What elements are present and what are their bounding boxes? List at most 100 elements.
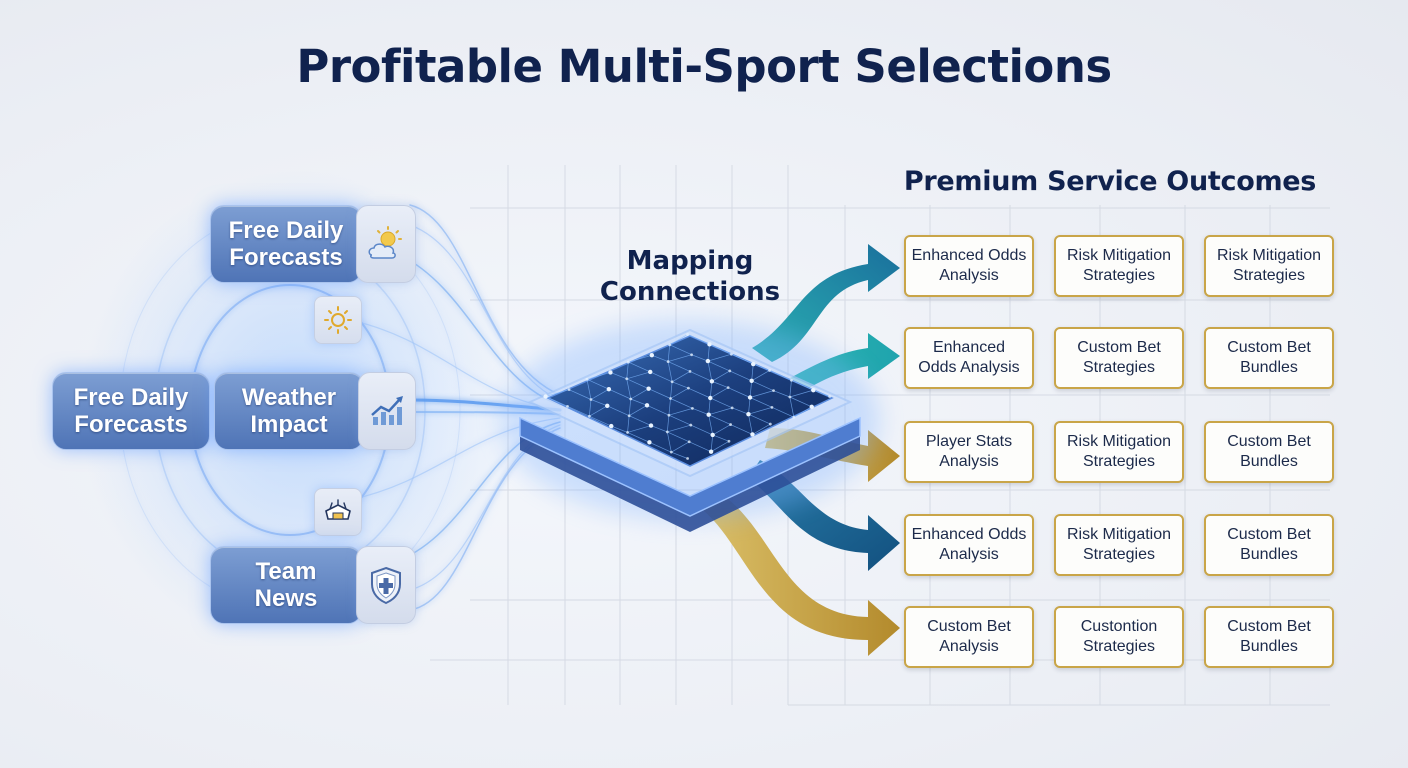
chip-net-node	[626, 431, 629, 434]
chip-net-node	[627, 414, 631, 418]
chip-net-link	[711, 380, 729, 388]
outcome-line-1: Custom Bet	[1227, 339, 1311, 356]
arrow-row-5	[698, 490, 900, 656]
chip-net-link	[671, 451, 688, 459]
chip-net-link	[648, 388, 671, 399]
chip-net-node	[625, 377, 629, 381]
chip-net-link	[568, 389, 592, 400]
outcome-line-1: Risk Mitigation	[1066, 433, 1172, 450]
chip-net-link	[666, 431, 672, 453]
input-weather-impact: Weather Impact	[214, 372, 364, 450]
chip-net-link	[627, 415, 630, 433]
chip-net-link	[789, 380, 792, 398]
chip-net-link	[749, 397, 773, 408]
chip-net-node	[647, 440, 652, 445]
outcome-line-2: Bundles	[1240, 638, 1298, 655]
chip-net-node	[746, 412, 751, 417]
chip-net-node	[648, 369, 653, 375]
sun-cloud-icon	[356, 205, 416, 283]
chip-net-link	[748, 407, 773, 415]
chip-net-link	[708, 407, 733, 416]
chip-net-node	[705, 358, 711, 364]
chip-net-link	[670, 381, 673, 399]
chip-net-node	[729, 352, 733, 356]
chip-net-link	[627, 432, 650, 443]
chip-net-node	[670, 380, 674, 384]
chip-net-node	[626, 360, 630, 364]
chip-net-link	[689, 441, 712, 452]
chip-net-node	[790, 378, 793, 382]
chip-net-link	[773, 390, 790, 398]
chip-net-link	[586, 372, 611, 380]
chip-net-link	[689, 371, 713, 382]
chip-net-link	[667, 424, 691, 433]
input-free-daily-forecasts-top: Free Daily Forecasts	[210, 205, 362, 283]
chip-net-node	[687, 440, 691, 444]
chip-net-node	[665, 430, 669, 434]
input-label-line-2: Forecasts	[74, 411, 188, 438]
outcome-line-2: Analysis	[939, 638, 999, 655]
chip-net-link	[667, 431, 690, 443]
chip-net-node	[750, 432, 755, 437]
chip-net-link	[667, 361, 691, 372]
chip-net-node	[709, 379, 715, 384]
chip-net-node	[649, 353, 655, 358]
chip-net-link	[711, 370, 730, 382]
outcome-line-1: Risk Mitigation	[1216, 247, 1322, 264]
mapping-label-line-1: Mapping	[626, 246, 754, 276]
chip-net-node	[788, 395, 792, 399]
mapping-platform	[500, 320, 880, 532]
chip-net-link	[748, 397, 751, 415]
chip-net-link	[728, 387, 751, 398]
chip-net-link	[646, 405, 670, 416]
chip-net-link	[749, 390, 774, 398]
chip-net-link	[589, 405, 608, 417]
chip-net-link	[628, 415, 652, 426]
chip-net-link	[710, 434, 714, 452]
chip-net-node	[751, 361, 756, 367]
chip-net-node	[710, 432, 715, 438]
chip-net-link	[752, 423, 771, 435]
chip-net-link	[589, 415, 612, 427]
chip-net-node	[768, 422, 772, 426]
outcome-line-1: Custom Bet	[1077, 339, 1161, 356]
arrow-row-1	[752, 244, 900, 362]
chip-net-link	[590, 399, 608, 407]
chip-net-link	[626, 378, 632, 400]
chip-net-node	[669, 450, 673, 454]
input-team-news: Team News	[210, 546, 362, 624]
chip-net-node	[644, 403, 650, 408]
outcome-line-2: Strategies	[1082, 359, 1156, 376]
chip-net-link	[567, 406, 590, 417]
outcomes-title: Premium Service Outcomes	[903, 166, 1317, 197]
outcome-line-1: Risk Mitigation	[1066, 526, 1172, 543]
chip-net-link	[666, 415, 670, 432]
chip-net-node	[585, 377, 589, 381]
chip-net-link	[707, 344, 710, 362]
chip-net-link	[630, 398, 648, 406]
chip-net-link	[710, 440, 730, 452]
chip-net-link	[688, 387, 711, 399]
chip-net-link	[545, 396, 568, 407]
chip-net-node	[691, 406, 694, 410]
chip-net-node	[608, 370, 613, 375]
stadium-icon	[314, 488, 362, 536]
page-title: Profitable Multi-Sport Selections	[296, 40, 1112, 93]
chip-net-node	[686, 333, 689, 336]
chip-net-link	[628, 354, 652, 363]
